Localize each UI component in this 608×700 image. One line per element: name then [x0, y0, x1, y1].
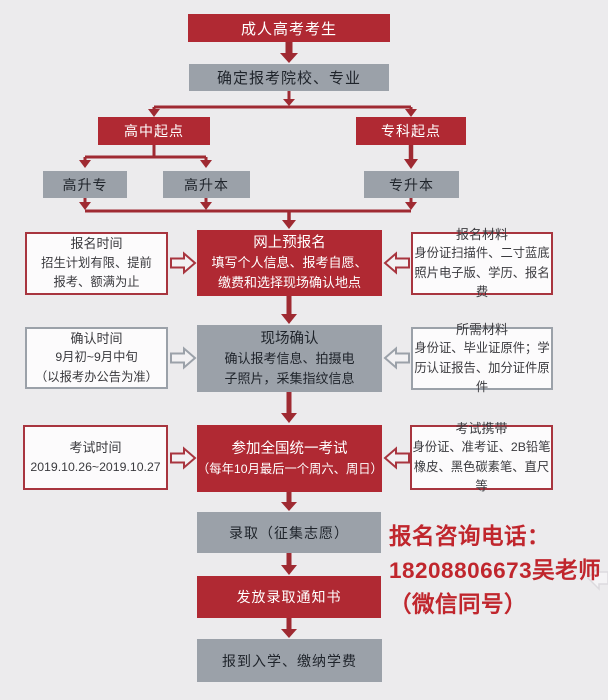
note-line: 身份证扫描件、二寸蓝底	[414, 246, 550, 260]
hollow-right-arrow-icon	[170, 346, 197, 370]
arrowhead-icon	[280, 53, 298, 63]
note-line: （以报考办公告为准）	[35, 369, 158, 384]
node-branch-highschool-label: 高中起点	[124, 123, 184, 139]
contact-phone: 18208806673吴老师	[389, 558, 602, 583]
contact-wechat-note: （微信同号）	[389, 592, 528, 617]
note-line: 考试时间	[69, 440, 122, 455]
note-line: 招生计划有限、提前	[41, 255, 152, 270]
arrowhead-icon	[283, 99, 295, 106]
node-enrollment-label: 报到入学、缴纳学费	[222, 652, 357, 669]
node-admission-label: 录取（征集志愿）	[229, 524, 349, 541]
arrowhead-icon	[200, 202, 212, 210]
node-online-preregister: 网上预报名 填写个人信息、报考自愿、 缴费和选择现场确认地点	[197, 230, 382, 296]
note-confirm-time: 确认时间 9月初~9月中旬 （以报考办公告为准）	[25, 327, 168, 389]
note-line: 9月初~9月中旬	[55, 350, 138, 365]
note-exam-time: 考试时间 2019.10.26~2019.10.27	[23, 425, 168, 490]
note-required-materials: 所需材料 身份证、毕业证原件；学 历认证报告、加分证件原件	[411, 322, 553, 394]
node-line: 缴费和选择现场确认地点	[217, 275, 361, 290]
arrowhead-icon	[281, 565, 297, 575]
hollow-right-arrow-icon	[170, 251, 197, 275]
arrowhead-icon	[281, 629, 297, 638]
node-branch-college: 专科起点	[356, 117, 466, 145]
note-line: 身份证、毕业证原件；学	[414, 341, 550, 355]
node-admission-notice: 发放录取通知书	[197, 576, 381, 618]
note-line: 确认时间	[70, 330, 123, 346]
node-line: 子照片，采集指纹信息	[224, 370, 355, 386]
arrowhead-icon	[281, 314, 297, 324]
arrowhead-icon	[281, 413, 297, 423]
node-branch-highschool: 高中起点	[98, 117, 210, 145]
arrowhead-icon	[79, 202, 91, 210]
arrowhead-icon	[148, 109, 160, 117]
note-line: 报名时间	[70, 236, 123, 252]
node-start-label: 成人高考考生	[240, 20, 337, 38]
node-enrollment: 报到入学、缴纳学费	[197, 639, 382, 682]
arrowhead-icon	[404, 159, 418, 169]
node-zhuanshengben: 专升本	[364, 171, 459, 198]
note-line: 报考、额满为止	[53, 275, 140, 290]
node-gaoshengzhuan: 高升专	[43, 171, 127, 198]
note-signup-materials: 报名材料 身份证扫描件、二寸蓝底 照片电子版、学历、报名费	[411, 227, 553, 299]
node-branch-college-label: 专科起点	[381, 123, 441, 139]
contact-info: 报名咨询电话： 18208806673吴老师 （微信同号）	[389, 520, 608, 622]
hollow-left-arrow-icon	[383, 251, 410, 275]
arrowhead-icon	[281, 502, 297, 511]
note-line: 所需材料	[455, 321, 508, 337]
arrowhead-icon	[405, 109, 417, 117]
arrowhead-icon	[282, 220, 296, 229]
solid-red-arrows	[79, 41, 418, 638]
node-start: 成人高考考生	[188, 14, 390, 42]
arrowhead-icon	[200, 160, 212, 168]
node-choose-school-label: 确定报考院校、专业	[216, 70, 361, 87]
node-choose-school: 确定报考院校、专业	[189, 64, 389, 91]
hollow-left-arrow-icon	[383, 446, 410, 470]
contact-title: 报名咨询电话：	[389, 524, 551, 549]
node-line: 现场确认	[260, 330, 319, 347]
node-admission-notice-label: 发放录取通知书	[236, 589, 342, 605]
note-line: 橡皮、黑色碳素笔、直尺等	[413, 459, 550, 494]
note-line: 2019.10.26~2019.10.27	[30, 459, 161, 474]
hollow-side-arrows	[170, 251, 410, 470]
node-gaoshengben: 高升本	[163, 171, 250, 198]
note-exam-items: 考试携带 身份证、准考证、2B铅笔 橡皮、黑色碳素笔、直尺等	[410, 421, 553, 493]
node-line: （每年10月最后一个周六、周日）	[197, 461, 383, 476]
node-line: 网上预报名	[253, 235, 326, 251]
node-line: 确认报考信息、拍摄电	[224, 350, 355, 366]
hollow-right-arrow-icon	[170, 446, 197, 470]
node-gaoshengben-label: 高升本	[184, 176, 229, 193]
node-onsite-confirm: 现场确认 确认报考信息、拍摄电 子照片，采集指纹信息	[197, 325, 382, 392]
node-national-exam: 参加全国统一考试 （每年10月最后一个周六、周日）	[197, 425, 383, 492]
note-line: 考试携带	[455, 420, 508, 436]
node-admission: 录取（征集志愿）	[197, 512, 381, 553]
node-gaoshengzhuan-label: 高升专	[62, 176, 108, 193]
note-signup-time: 报名时间 招生计划有限、提前 报考、额满为止	[25, 232, 168, 295]
arrowhead-icon	[405, 202, 417, 210]
hollow-left-arrow-icon	[383, 346, 410, 370]
arrowhead-icon	[79, 160, 91, 168]
node-line: 填写个人信息、报考自愿、	[211, 255, 368, 270]
note-line: 照片电子版、学历、报名费	[414, 265, 550, 300]
node-line: 参加全国统一考试	[231, 440, 348, 457]
faint-left-arrow-icon	[586, 565, 608, 591]
note-line: 历认证报告、加分证件原件	[414, 360, 550, 395]
node-zhuanshengben-label: 专升本	[389, 176, 434, 193]
note-line: 身份证、准考证、2B铅笔	[412, 440, 551, 454]
note-line: 报名材料	[455, 226, 508, 242]
